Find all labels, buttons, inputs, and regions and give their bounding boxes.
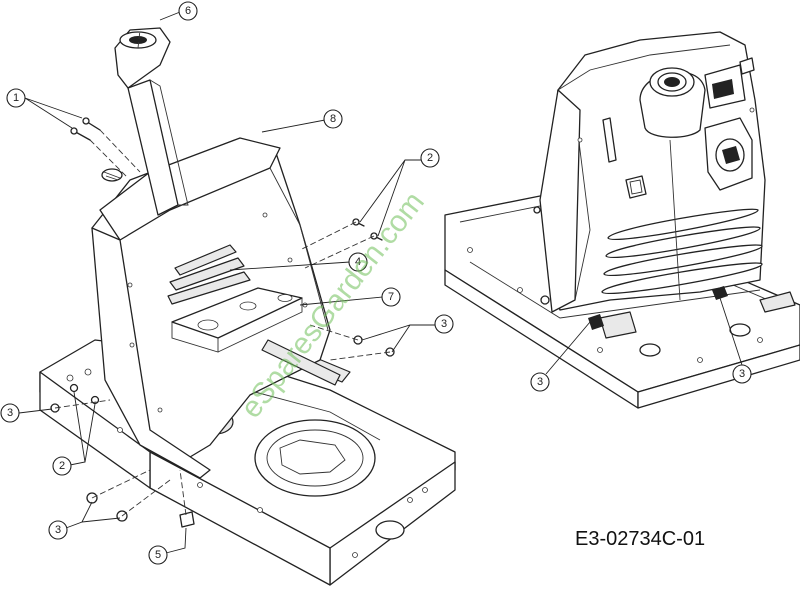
callout-2-right: 2 <box>359 148 440 237</box>
callout-3-rframe-left-label: 3 <box>537 376 543 388</box>
callout-2-left: 2 <box>52 391 96 476</box>
callout-7: 7 <box>299 287 401 307</box>
callout-4-label: 4 <box>355 256 361 268</box>
callout-8: 8 <box>261 109 343 133</box>
callout-1-label: 1 <box>13 92 19 104</box>
callout-6: 6 <box>159 1 198 21</box>
callout-1: 1 <box>6 88 83 129</box>
steering-column-cover <box>114 27 189 216</box>
callout-3-rframe-right: 3 <box>719 297 752 384</box>
callout-3-right-label: 3 <box>441 318 447 330</box>
callout-3-left-top: 3 <box>0 403 53 423</box>
fender-right <box>533 31 766 330</box>
callout-3-rframe-right-label: 3 <box>739 368 745 380</box>
callout-4: 4 <box>229 252 368 272</box>
fender-panel <box>91 137 341 479</box>
callout-3-right: 3 <box>361 314 454 353</box>
callout-3-left-bottom-label: 3 <box>55 524 61 536</box>
drawing-code: E3-02734C-01 <box>575 528 705 550</box>
callout-2-right-label: 2 <box>427 152 433 164</box>
callout-8-label: 8 <box>330 113 336 125</box>
callout-7-label: 7 <box>388 291 394 303</box>
callout-5: 5 <box>148 527 187 565</box>
fasteners-left <box>50 29 395 528</box>
callout-3-left-bottom: 3 <box>48 501 121 540</box>
callout-3-left-top-label: 3 <box>7 407 13 419</box>
callout-2-left-label: 2 <box>59 460 65 472</box>
callout-3-rframe-left: 3 <box>530 321 591 392</box>
callout-5-label: 5 <box>155 549 161 561</box>
callout-6-label: 6 <box>185 5 191 17</box>
